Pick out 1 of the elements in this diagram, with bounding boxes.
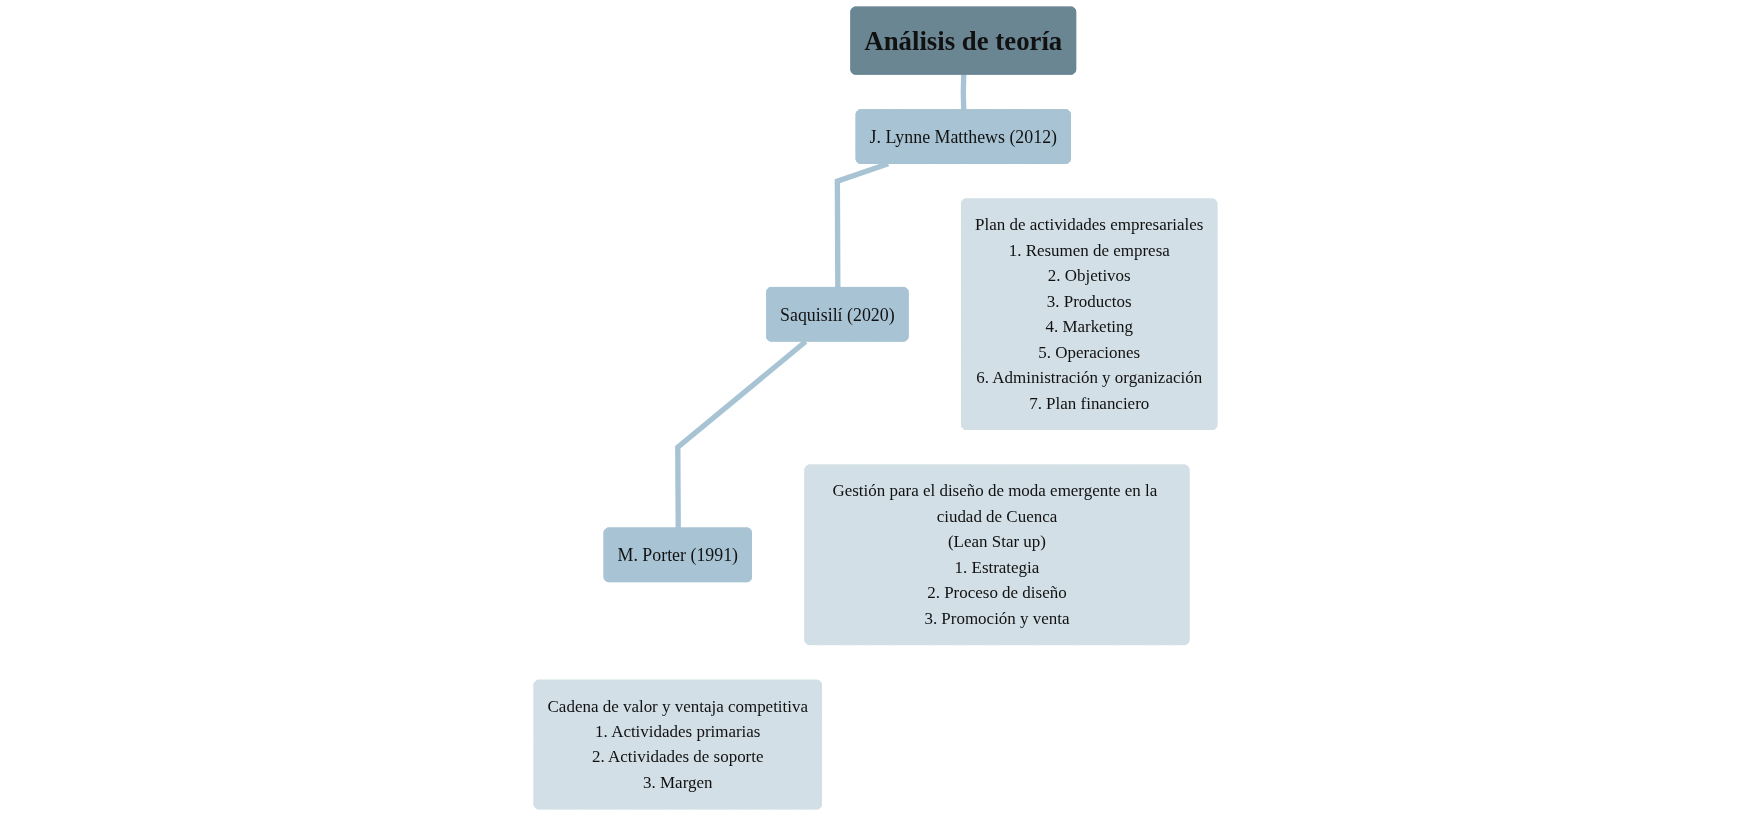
connector bbox=[960, 74, 967, 111]
